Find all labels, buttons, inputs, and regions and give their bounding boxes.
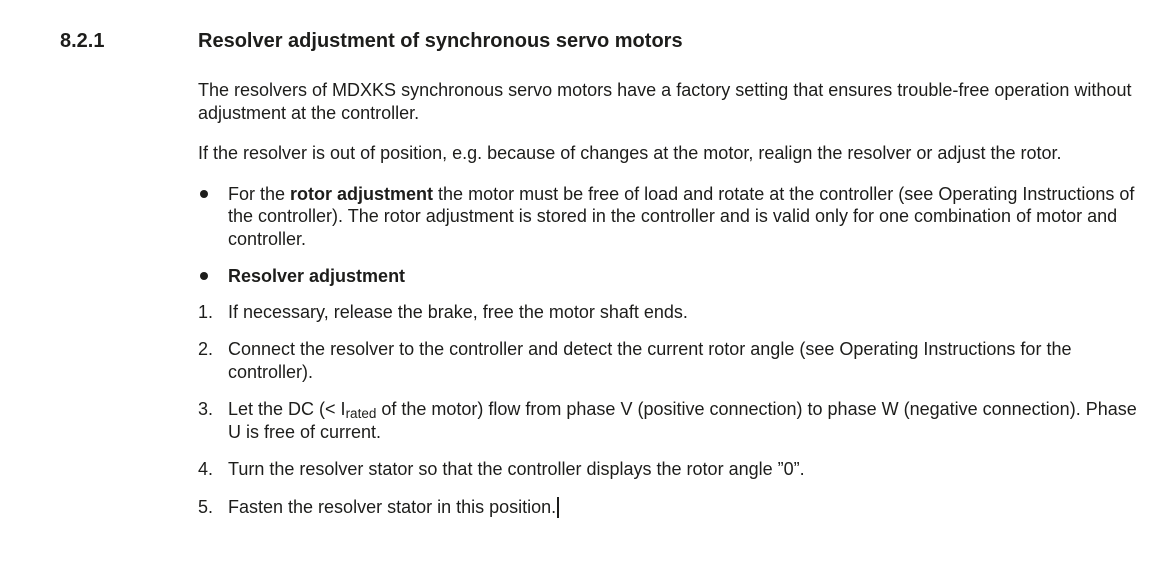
section-title: Resolver adjustment of synchronous servo… xyxy=(198,30,683,52)
step-number: 2. xyxy=(198,339,214,359)
step-item-2: 2. Connect the resolver to the controlle… xyxy=(198,338,1150,383)
step-item-4: 4. Turn the resolver stator so that the … xyxy=(198,458,1150,481)
bullet-item-rotor-adjustment: For the rotor adjustment the motor must … xyxy=(198,183,1150,251)
paragraph-out-of-position: If the resolver is out of position, e.g.… xyxy=(198,143,1062,163)
bullet-dot-icon xyxy=(200,272,208,280)
step-text-main: Connect the resolver to the controller a… xyxy=(228,339,1072,382)
bullet-text-prefix: For the xyxy=(228,183,291,204)
step-text: Let the DC (< Irated of the motor) flow … xyxy=(228,398,1150,443)
step-item-5: 5. Fasten the resolver stator in this po… xyxy=(198,496,1150,519)
bullet-marker xyxy=(198,183,228,251)
step-number: 1. xyxy=(198,301,214,322)
step-number: 4. xyxy=(198,459,214,479)
step-text-main: Turn the resolver stator so that the con… xyxy=(228,459,805,479)
step-text-main: Fasten the resolver stator in this posit… xyxy=(228,496,557,517)
text-caret xyxy=(557,496,560,518)
step-text-post: of the motor) flow from phase V (positiv… xyxy=(228,399,1137,442)
step-text: Turn the resolver stator so that the con… xyxy=(228,458,805,481)
step-list: 1. If necessary, release the brake, free… xyxy=(198,301,1150,519)
bullet-text: For the rotor adjustment the motor must … xyxy=(228,183,1150,251)
bullet-item-resolver-adjustment: Resolver adjustment xyxy=(198,265,1150,288)
step-item-1: 1. If necessary, release the brake, free… xyxy=(198,301,1150,324)
bullet-list: For the rotor adjustment the motor must … xyxy=(198,183,1150,288)
bullet-dot-icon xyxy=(200,189,208,198)
step-number: 5. xyxy=(198,496,214,517)
step-text-main: Let the DC (< I xyxy=(228,399,346,419)
step-text-main: If necessary, release the brake, free th… xyxy=(228,301,688,322)
bullet-text-bold: rotor adjustment xyxy=(290,183,434,204)
step-text: Connect the resolver to the controller a… xyxy=(228,338,1150,383)
section-number: 8.2.1 xyxy=(60,30,105,52)
bullet-text: Resolver adjustment xyxy=(228,265,405,288)
bullet-marker xyxy=(198,265,228,288)
step-number: 3. xyxy=(198,399,214,419)
section-content: Resolver adjustment of synchronous servo… xyxy=(198,29,1150,518)
step-text: If necessary, release the brake, free th… xyxy=(228,301,688,324)
bullet-text-rest: the motor must be free of load and rotat… xyxy=(228,183,1135,249)
step-item-3: 3. Let the DC (< Irated of the motor) fl… xyxy=(198,398,1150,443)
step-text: Fasten the resolver stator in this posit… xyxy=(228,496,560,519)
paragraph-factory-setting: The resolvers of MDXKS synchronous servo… xyxy=(198,80,1132,123)
bullet-text-bold: Resolver adjustment xyxy=(228,266,406,286)
subscript-rated: rated xyxy=(345,406,377,421)
